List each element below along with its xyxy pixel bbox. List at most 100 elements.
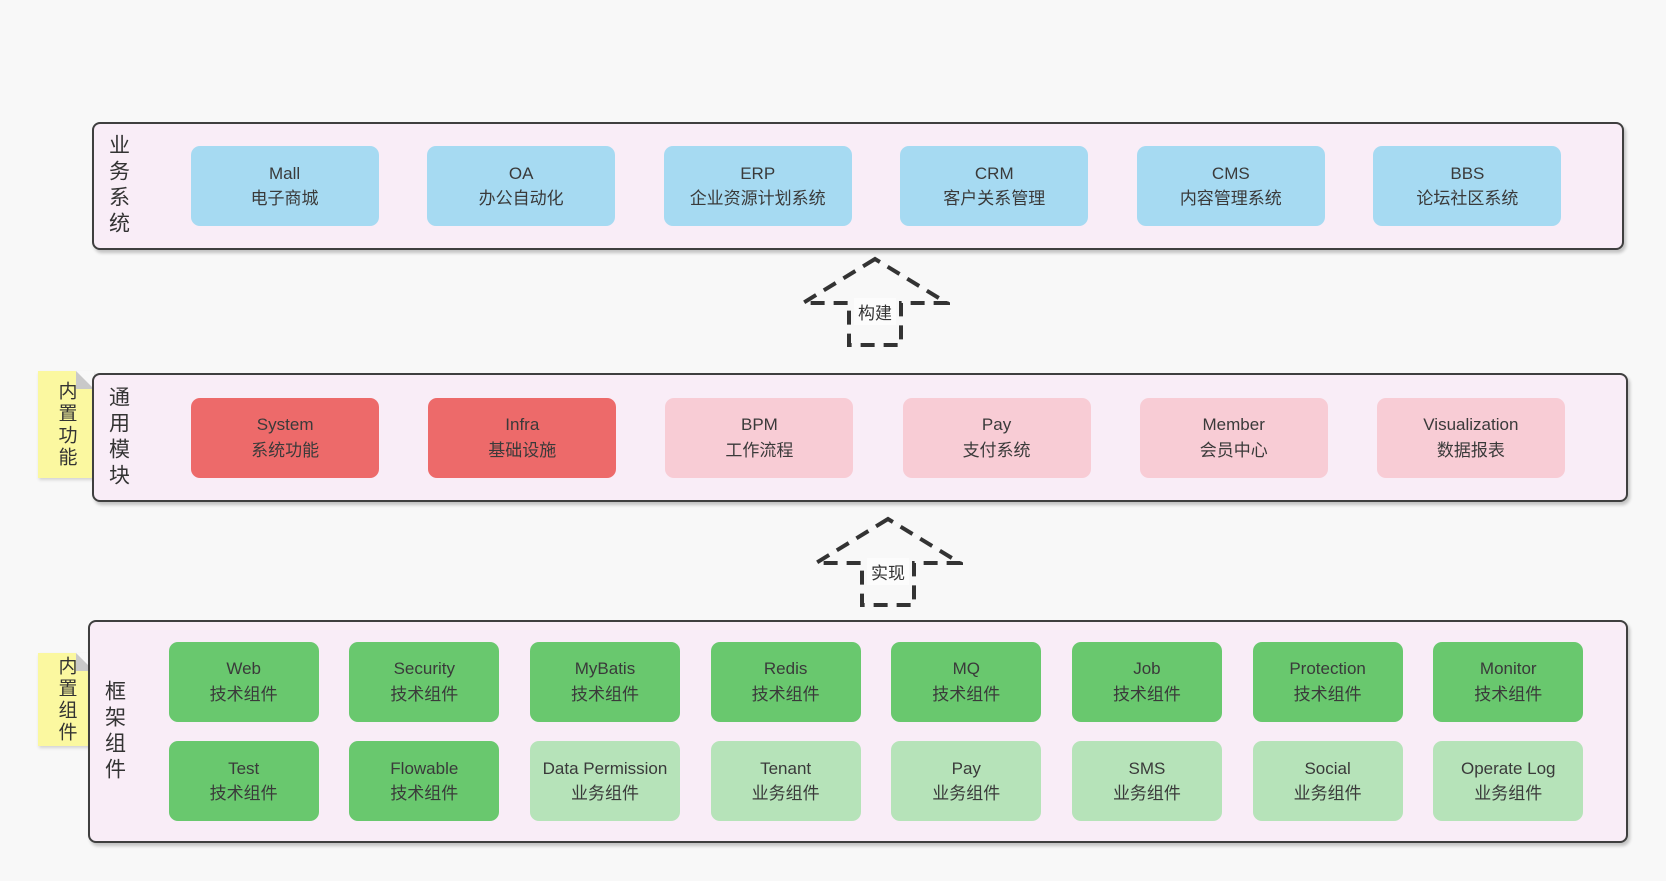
component-rows: Web 技术组件 Security 技术组件 MyBatis 技术组件 Redi…: [138, 622, 1626, 841]
box-desc: 论坛社区系统: [1416, 189, 1519, 208]
sticky-note-builtin-features: 内置功能: [38, 371, 94, 478]
box-name: Social: [1304, 758, 1351, 778]
box-desc: 系统功能: [251, 440, 320, 460]
sticky-note-builtin-components: 内置组件: [38, 653, 94, 746]
box-name: Redis: [763, 659, 808, 679]
box-desc: 客户关系管理: [943, 189, 1046, 208]
box-desc: 技术组件: [1293, 684, 1362, 704]
box-desc: 技术组件: [570, 684, 639, 704]
box-bpm: BPM 工作流程: [665, 397, 854, 478]
box-visualization: Visualization 数据报表: [1376, 397, 1565, 478]
box-pay-component: Pay 业务组件: [891, 741, 1042, 822]
box-name: Job: [1133, 659, 1161, 679]
box-protection: Protection 技术组件: [1252, 641, 1403, 722]
box-name: Tenant: [760, 758, 812, 778]
arrow-build-label: 构建: [854, 298, 896, 325]
box-flowable: Flowable 技术组件: [349, 741, 500, 822]
box-name: Visualization: [1423, 415, 1519, 434]
box-redis: Redis 技术组件: [710, 641, 861, 722]
sticky-note-text: 内置功能: [55, 380, 77, 469]
box-mq: MQ 技术组件: [891, 641, 1042, 722]
box-name: Monitor: [1479, 659, 1537, 679]
box-name: Mall: [268, 163, 301, 183]
box-name: Data Permission: [542, 758, 668, 778]
box-name: Operate Log: [1460, 758, 1556, 778]
arrow-build: 构建: [800, 256, 950, 348]
layer-framework-components: 框架组件 Web 技术组件 Security 技术组件 MyBatis 技术组件…: [88, 620, 1628, 843]
box-name: Protection: [1289, 659, 1366, 679]
box-desc: 技术组件: [1112, 684, 1181, 704]
arrow-implement-label: 实现: [867, 558, 909, 585]
box-name: Pay: [981, 415, 1012, 434]
box-name: BBS: [1450, 163, 1485, 183]
box-operate-log: Operate Log 业务组件: [1433, 741, 1584, 822]
dashed-up-arrow-icon: [813, 516, 963, 607]
box-desc: 技术组件: [209, 684, 278, 704]
box-infra: Infra 基础设施: [428, 397, 617, 478]
box-name: MQ: [952, 659, 980, 679]
component-row-2: Test 技术组件 Flowable 技术组件 Data Permission …: [138, 741, 1614, 822]
box-desc: 技术组件: [390, 784, 459, 804]
box-monitor: Monitor 技术组件: [1433, 641, 1584, 722]
box-oa: OA 办公自动化: [427, 146, 616, 226]
box-name: Flowable: [390, 758, 459, 778]
module-boxes-row: System 系统功能 Infra 基础设施 BPM 工作流程 Pay 支付系统…: [142, 375, 1626, 500]
box-erp: ERP 企业资源计划系统: [663, 146, 852, 226]
box-desc: 电子商城: [250, 189, 319, 208]
box-desc: 业务组件: [570, 784, 639, 804]
box-desc: 办公自动化: [478, 189, 564, 208]
box-cms: CMS 内容管理系统: [1136, 146, 1325, 226]
box-crm: CRM 客户关系管理: [900, 146, 1089, 226]
dashed-up-arrow-icon: [800, 256, 950, 347]
box-desc: 支付系统: [962, 440, 1031, 460]
layer-label-text: 通用模块: [106, 385, 130, 490]
box-test: Test 技术组件: [168, 741, 319, 822]
box-desc: 工作流程: [725, 440, 794, 460]
layer-label-text: 业务系统: [106, 134, 130, 238]
box-name: Pay: [951, 758, 981, 778]
box-name: CMS: [1211, 163, 1250, 183]
box-member: Member 会员中心: [1139, 397, 1328, 478]
layer-label-text: 框架组件: [102, 679, 126, 784]
box-name: OA: [508, 163, 534, 183]
box-name: Member: [1202, 415, 1265, 434]
box-name: MyBatis: [574, 659, 636, 679]
layer-label-modules: 通用模块: [94, 375, 142, 500]
box-desc: 会员中心: [1199, 440, 1268, 460]
box-web: Web 技术组件: [168, 641, 319, 722]
box-desc: 技术组件: [932, 684, 1001, 704]
box-social: Social 业务组件: [1252, 741, 1403, 822]
box-desc: 内容管理系统: [1179, 189, 1282, 208]
box-name: ERP: [740, 163, 776, 183]
box-desc: 技术组件: [751, 684, 820, 704]
box-desc: 数据报表: [1436, 440, 1505, 460]
box-name: SMS: [1128, 758, 1166, 778]
box-desc: 业务组件: [751, 784, 820, 804]
box-tenant: Tenant 业务组件: [710, 741, 861, 822]
box-sms: SMS 业务组件: [1071, 741, 1222, 822]
box-desc: 技术组件: [209, 784, 278, 804]
box-job: Job 技术组件: [1071, 641, 1222, 722]
layer-label-business: 业务系统: [94, 124, 142, 248]
box-desc: 技术组件: [1474, 684, 1543, 704]
layer-common-modules: 通用模块 System 系统功能 Infra 基础设施 BPM 工作流程 Pay…: [92, 373, 1628, 502]
box-desc: 业务组件: [1474, 784, 1543, 804]
box-name: BPM: [741, 415, 778, 434]
box-security: Security 技术组件: [349, 641, 500, 722]
layer-business-systems: 业务系统 Mall 电子商城 OA 办公自动化 ERP 企业资源计划系统 CRM…: [92, 122, 1624, 250]
box-mall: Mall 电子商城: [190, 146, 379, 226]
box-name: Test: [228, 758, 260, 778]
box-mybatis: MyBatis 技术组件: [529, 641, 680, 722]
box-name: CRM: [974, 163, 1014, 183]
box-desc: 业务组件: [932, 784, 1001, 804]
arrow-implement: 实现: [813, 516, 963, 608]
box-desc: 基础设施: [488, 440, 557, 460]
box-name: System: [256, 415, 314, 434]
sticky-note-text: 内置组件: [55, 655, 77, 744]
box-pay-module: Pay 支付系统: [902, 397, 1091, 478]
box-name: Security: [393, 659, 456, 679]
box-desc: 技术组件: [390, 684, 459, 704]
component-row-1: Web 技术组件 Security 技术组件 MyBatis 技术组件 Redi…: [138, 641, 1614, 722]
box-name: Web: [226, 659, 261, 679]
